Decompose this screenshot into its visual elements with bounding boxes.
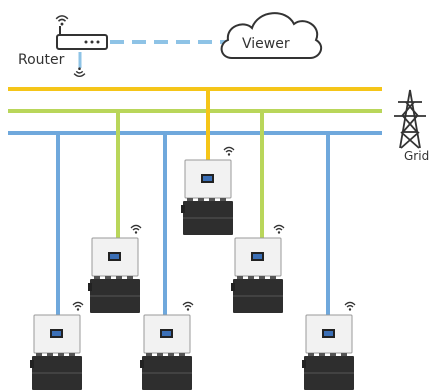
connector: [237, 276, 243, 279]
connector: [209, 198, 215, 201]
connector: [94, 276, 100, 279]
connector: [187, 198, 193, 201]
connector: [157, 353, 163, 356]
connector: [270, 276, 276, 279]
inverter-unit: [30, 301, 84, 390]
connector: [330, 353, 336, 356]
inverter-screen: [324, 331, 333, 336]
inverter-unit: [140, 301, 194, 390]
connector: [69, 353, 75, 356]
battery-handle: [231, 283, 235, 291]
inverter-unit: [181, 146, 235, 235]
connector: [168, 353, 174, 356]
connector: [36, 353, 42, 356]
connector: [127, 276, 133, 279]
inverter-screen: [110, 254, 119, 259]
battery-handle: [181, 205, 185, 213]
wifi-icon: [130, 224, 142, 234]
wifi-icon: [223, 146, 235, 156]
grid-label: Grid: [404, 149, 429, 163]
connector: [308, 353, 314, 356]
connector: [105, 276, 111, 279]
router-icon: [55, 15, 108, 50]
connector: [58, 353, 64, 356]
battery-handle: [302, 360, 306, 368]
connector: [116, 276, 122, 279]
viewer-label: Viewer: [242, 36, 290, 52]
battery-handle: [30, 360, 34, 368]
connector: [179, 353, 185, 356]
connector: [248, 276, 254, 279]
inverter-units: [30, 146, 356, 390]
wifi-icon: [73, 67, 86, 78]
inverter-screen: [203, 176, 212, 181]
inverter-unit: [88, 224, 142, 313]
wifi-icon: [182, 301, 194, 311]
wifi-icon: [72, 301, 84, 311]
inverter-unit: [231, 224, 285, 313]
connector: [198, 198, 204, 201]
connector: [259, 276, 265, 279]
inverter-screen: [52, 331, 61, 336]
cloud-icon: [220, 12, 323, 59]
wifi-icon: [344, 301, 356, 311]
inverter-screen: [253, 254, 262, 259]
battery-handle: [140, 360, 144, 368]
connector: [146, 353, 152, 356]
transmission-tower-icon: [394, 89, 426, 149]
router-label: Router: [18, 52, 65, 68]
inverter-screen: [162, 331, 171, 336]
battery-handle: [88, 283, 92, 291]
connector: [319, 353, 325, 356]
wifi-icon: [273, 224, 285, 234]
connector: [47, 353, 53, 356]
inverter-unit: [302, 301, 356, 390]
connector: [341, 353, 347, 356]
connector: [220, 198, 226, 201]
